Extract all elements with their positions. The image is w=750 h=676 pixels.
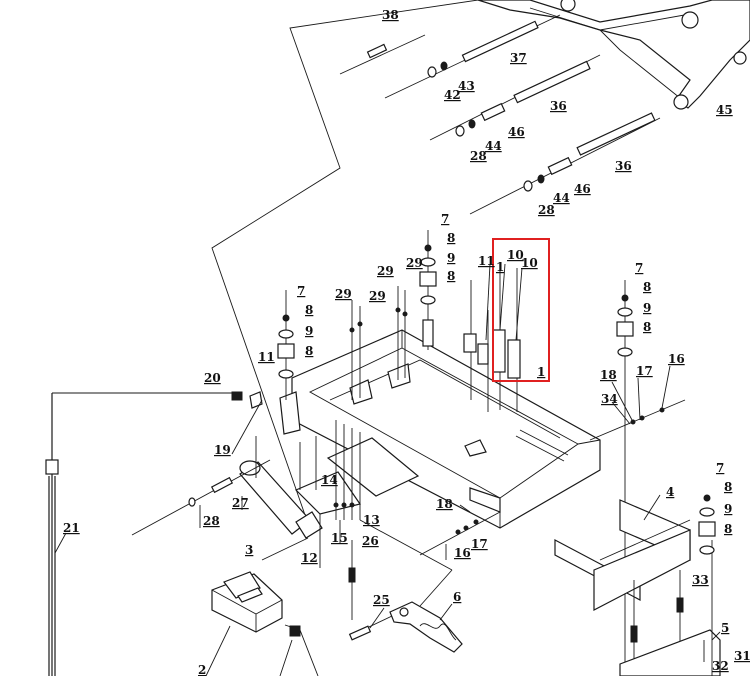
callout-20: 20 (204, 371, 221, 385)
callout-25: 25 (373, 593, 390, 607)
callout-34: 34 (601, 392, 618, 406)
bushing-stack-center (419, 230, 437, 350)
bushing-stack-left (277, 290, 295, 400)
link-6 (348, 519, 463, 653)
callout-44: 44 (485, 139, 502, 153)
callout-3: 3 (245, 543, 253, 557)
callout-7: 7 (635, 261, 643, 275)
callout-29: 29 (406, 256, 423, 270)
bolt-26 (348, 540, 356, 620)
callout-8: 8 (643, 320, 651, 334)
callout-32: 32 (712, 659, 729, 673)
callout-18: 18 (600, 368, 617, 382)
bushing-stack-right (616, 280, 634, 670)
callout-27: 27 (232, 496, 249, 510)
callout-9: 9 (643, 301, 651, 315)
callout-29: 29 (369, 289, 386, 303)
hose-21 (45, 391, 263, 676)
callout-5: 5 (721, 621, 729, 635)
callout-10: 10 (507, 248, 524, 262)
bolts-29 (349, 286, 408, 400)
callout-28: 28 (470, 149, 487, 163)
callout-10: 10 (521, 256, 538, 270)
callout-42: 42 (444, 88, 461, 102)
callout-11: 11 (258, 350, 275, 364)
callout-8: 8 (447, 231, 455, 245)
callout-8: 8 (724, 522, 732, 536)
callout-17: 17 (471, 537, 488, 551)
callout-7: 7 (441, 212, 449, 226)
label-leaders (54, 263, 721, 662)
callout-46: 46 (508, 125, 525, 139)
callout-26: 26 (362, 534, 379, 548)
callout-36: 36 (615, 159, 632, 173)
callout-6: 6 (453, 590, 461, 604)
callout-16: 16 (454, 546, 471, 560)
sub-frame-4 (554, 499, 691, 611)
main-frame (279, 329, 601, 529)
callout-18: 18 (436, 497, 453, 511)
callout-1: 1 (496, 260, 504, 274)
pins-16-17-18 (419, 399, 686, 556)
callout-19: 19 (214, 443, 231, 457)
callout-43: 43 (458, 79, 475, 93)
callout-33: 33 (692, 573, 709, 587)
callout-7: 7 (297, 284, 305, 298)
valve-block-2 (205, 571, 319, 676)
callout-9: 9 (724, 502, 732, 516)
callout-14: 14 (321, 473, 338, 487)
callout-38: 38 (382, 8, 399, 22)
hydraulic-cylinder-3 (131, 436, 323, 539)
callout-7: 7 (716, 461, 724, 475)
callout-8: 8 (643, 280, 651, 294)
callout-31: 31 (734, 649, 750, 663)
callout-46: 46 (574, 182, 591, 196)
callout-labels: 38 37 43 42 36 46 44 28 36 46 44 28 45 7… (63, 8, 750, 676)
highlighted-pin-group (463, 266, 521, 412)
pin-group-top (339, 14, 661, 215)
callout-29: 29 (335, 287, 352, 301)
callout-12: 12 (301, 551, 318, 565)
callout-37: 37 (510, 51, 527, 65)
callout-29: 29 (377, 264, 394, 278)
callout-13: 13 (363, 513, 380, 527)
callout-8: 8 (305, 344, 313, 358)
callout-4: 4 (666, 485, 674, 499)
callout-45: 45 (716, 103, 733, 117)
callout-16: 16 (668, 352, 685, 366)
callout-11: 11 (478, 254, 495, 268)
callout-9: 9 (447, 251, 455, 265)
callout-17: 17 (636, 364, 653, 378)
callout-21: 21 (63, 521, 80, 535)
callout-15: 15 (331, 531, 348, 545)
loader-arm-assembly (477, 0, 750, 110)
callout-8: 8 (447, 269, 455, 283)
lower-right-hardware (619, 494, 721, 676)
callout-28: 28 (203, 514, 220, 528)
callout-44: 44 (553, 191, 570, 205)
callout-8: 8 (305, 303, 313, 317)
callout-2: 2 (198, 663, 206, 676)
mount-plate (294, 420, 420, 520)
callout-36: 36 (550, 99, 567, 113)
callout-28: 28 (538, 203, 555, 217)
leader-line-main (211, 0, 479, 516)
callout-9: 9 (305, 324, 313, 338)
highlight-box (492, 238, 550, 382)
callout-1: 1 (537, 365, 545, 379)
callout-8: 8 (724, 480, 732, 494)
